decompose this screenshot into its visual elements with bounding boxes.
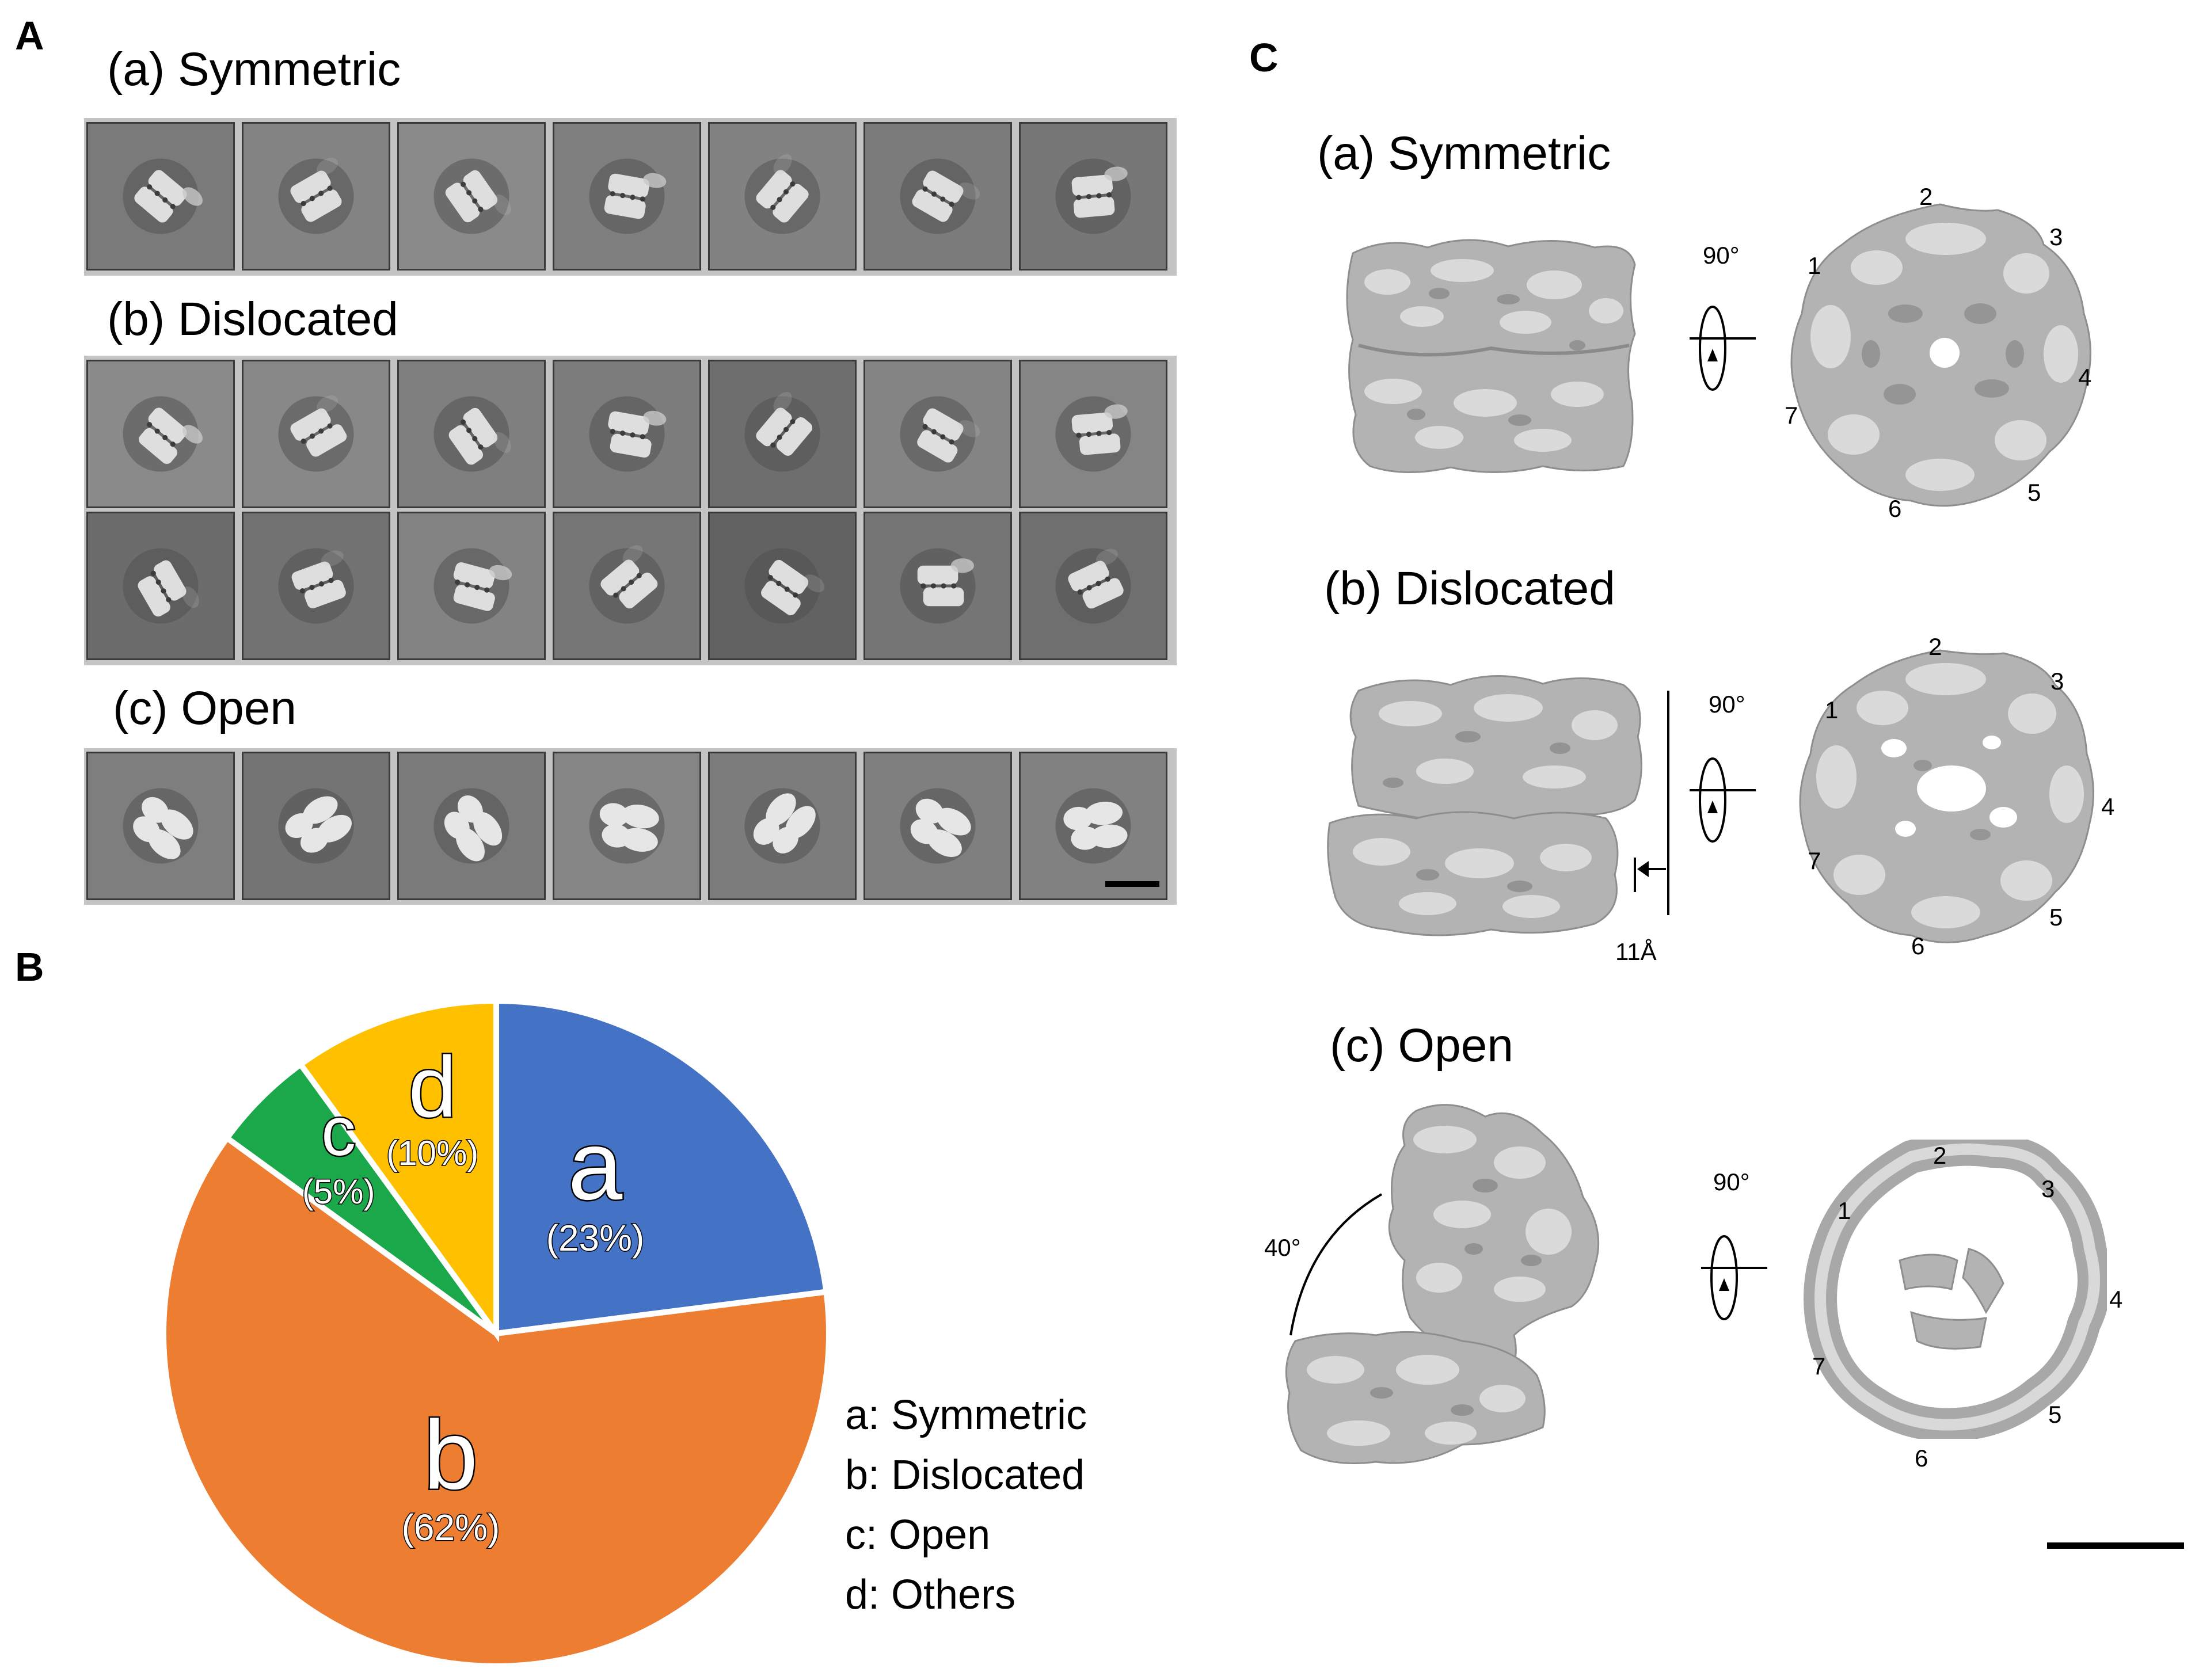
- pie-slice-percent-d: (10%): [386, 1134, 478, 1172]
- map-title-open: (c) Open: [1330, 1019, 1513, 1072]
- rotation-icon-open: [1701, 1235, 1767, 1320]
- subunit-label-3: 3: [2049, 223, 2063, 250]
- subunit-label-6: 6: [1911, 932, 1925, 959]
- panel-a-scale-bar: [1105, 881, 1159, 887]
- shift-label-dislocated: 11Å: [1615, 938, 1657, 965]
- panel-c-label: C: [1249, 35, 1279, 80]
- class-average-image: [1019, 360, 1167, 508]
- density-map-symmetric-side-view: [1346, 239, 1636, 474]
- class-average-image: [86, 122, 235, 271]
- rotation-icon-dislocated: [1690, 757, 1756, 843]
- class-average-image: [86, 512, 235, 660]
- subunit-label-2: 2: [1933, 1142, 1947, 1169]
- rotation-icon-symmetric: [1690, 306, 1756, 391]
- class-average-image: [1019, 512, 1167, 660]
- subunit-label-2: 2: [1928, 633, 1942, 660]
- dislocation-shift-indicator: [1634, 691, 1669, 915]
- subunit-label-3: 3: [2041, 1175, 2055, 1202]
- subunit-label-1: 1: [1825, 696, 1839, 723]
- pie-slices: [161, 997, 832, 1669]
- subunit-label-6: 6: [1888, 495, 1902, 522]
- class-average-image: [1019, 122, 1167, 271]
- class-average-image: [708, 512, 857, 660]
- pie-slice-letter-c: c: [321, 1093, 356, 1170]
- class-average-image: [553, 512, 701, 660]
- map-title-dislocated: (b) Dislocated: [1324, 562, 1615, 615]
- panel-a-row-title-open: (c) Open: [113, 682, 296, 734]
- class-average-image: [708, 122, 857, 271]
- pie-slice-d: [296, 997, 499, 1343]
- panel-a-label: A: [15, 13, 44, 58]
- panel-a-row-title-dislocated: (b) Dislocated: [107, 293, 398, 345]
- class-average-image: [397, 360, 546, 508]
- class-average-image: [553, 122, 701, 271]
- legend-item-symmetric: a: Symmetric: [845, 1392, 1087, 1438]
- pie-chart: a(23%) b(62%) c(5%) d(10%): [161, 997, 832, 1669]
- class-average-image: [863, 512, 1012, 660]
- pie-slice-percent-c: (5%): [302, 1172, 375, 1211]
- class-average-image: [863, 752, 1012, 900]
- rotation-label-symmetric: 90°: [1703, 242, 1740, 269]
- class-average-image: [863, 360, 1012, 508]
- subunit-label-5: 5: [2048, 1401, 2062, 1428]
- class-average-image: [86, 360, 235, 508]
- density-map-open-top-view: [1804, 1140, 2107, 1439]
- subunit-label-5: 5: [2049, 904, 2063, 931]
- class-average-image: [708, 360, 857, 508]
- pie-slice-percent-a: (23%): [546, 1217, 645, 1259]
- class-average-image: [242, 752, 390, 900]
- subunit-label-4: 4: [2078, 364, 2092, 391]
- subunit-label-5: 5: [2027, 479, 2041, 506]
- class-average-image: [86, 752, 235, 900]
- class-average-image: [863, 122, 1012, 271]
- panel-a-row-title-symmetric: (a) Symmetric: [107, 43, 401, 96]
- rotation-label-dislocated: 90°: [1709, 691, 1745, 718]
- class-average-image: [397, 512, 546, 660]
- subunit-label-1: 1: [1808, 252, 1821, 279]
- class-average-image: [553, 752, 701, 900]
- pie-slice-c: [223, 1060, 499, 1336]
- rotation-label-open: 90°: [1713, 1168, 1750, 1195]
- density-map-open-side-view: [1285, 1104, 1600, 1464]
- subunit-label-4: 4: [2101, 793, 2115, 820]
- pie-slice-percent-b: (62%): [402, 1507, 500, 1548]
- class-average-image: [397, 752, 546, 900]
- pie-slice-letter-d: d: [409, 1038, 457, 1135]
- subunit-label-7: 7: [1808, 847, 1821, 874]
- subunit-label-3: 3: [2051, 668, 2064, 695]
- pie-slice-a: [493, 997, 830, 1337]
- subunit-label-2: 2: [1919, 183, 1933, 210]
- pie-slice-b: [161, 1134, 832, 1669]
- pie-slice-letter-a: a: [568, 1111, 623, 1220]
- class-average-image: [242, 512, 390, 660]
- class-average-image: [708, 752, 857, 900]
- class-average-image: [1019, 752, 1167, 900]
- class-average-image: [397, 122, 546, 271]
- map-title-symmetric: (a) Symmetric: [1317, 127, 1611, 180]
- class-average-image: [553, 360, 701, 508]
- class-average-image: [242, 122, 390, 271]
- subunit-label-6: 6: [1915, 1445, 1928, 1472]
- density-map-dislocated-top-view: [1799, 649, 2094, 943]
- pie-slice-letter-b: b: [424, 1401, 478, 1510]
- legend-item-open: c: Open: [845, 1512, 991, 1558]
- subunit-label-1: 1: [1838, 1197, 1851, 1224]
- panel-b-label: B: [15, 944, 44, 989]
- panel-c-scale-bar: [2047, 1542, 2184, 1549]
- legend-item-dislocated: b: Dislocated: [845, 1452, 1085, 1498]
- subunit-label-7: 7: [1785, 402, 1798, 429]
- density-map-dislocated-side-view: [1327, 675, 1642, 936]
- pie-labels: a(23%) b(62%) c(5%) d(10%): [301, 1037, 645, 1549]
- density-map-symmetric-top-view: [1790, 203, 2091, 507]
- subunit-label-4: 4: [2109, 1286, 2123, 1313]
- legend-item-others: d: Others: [845, 1572, 1016, 1618]
- class-average-image: [242, 360, 390, 508]
- subunit-label-7: 7: [1812, 1353, 1826, 1380]
- angle-label-open: 40°: [1264, 1234, 1301, 1261]
